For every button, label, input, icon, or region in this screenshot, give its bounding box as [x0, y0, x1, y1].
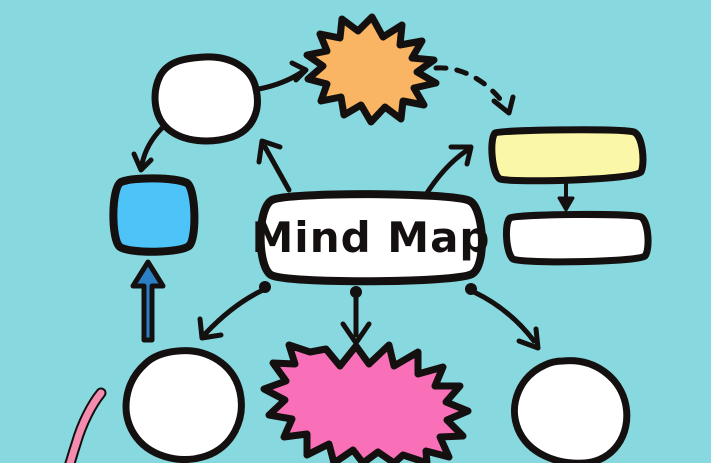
connector-bottom-left-to-blue: [130, 259, 166, 343]
node-pink-burst[interactable]: [260, 341, 472, 463]
node-orange-burst[interactable]: [303, 13, 440, 126]
node-white-bar[interactable]: [502, 210, 652, 266]
connector-pink-stroke: [64, 387, 107, 463]
node-yellow-bar[interactable]: [488, 126, 647, 185]
connector-blob-to-blue: [131, 125, 165, 173]
connector-center-to-yellow: [422, 144, 474, 199]
connector-center-to-pink: [340, 286, 372, 346]
node-top-left-blob[interactable]: [151, 53, 261, 145]
connector-center-to-blob: [256, 138, 292, 193]
center-node-label: Mind Map: [252, 213, 491, 262]
connector-orange-to-yellow: [433, 65, 516, 116]
connector-center-to-bottom-right: [465, 283, 541, 351]
node-blue-square[interactable]: [109, 174, 199, 256]
connector-center-to-bottom-left: [197, 281, 271, 341]
connector-yellow-to-white: [557, 178, 575, 212]
center-node[interactable]: Mind Map: [252, 190, 491, 286]
connector-blob-to-orange: [256, 60, 309, 92]
node-bottom-left-circle[interactable]: [122, 347, 245, 463]
node-bottom-right-circle[interactable]: [511, 357, 631, 463]
